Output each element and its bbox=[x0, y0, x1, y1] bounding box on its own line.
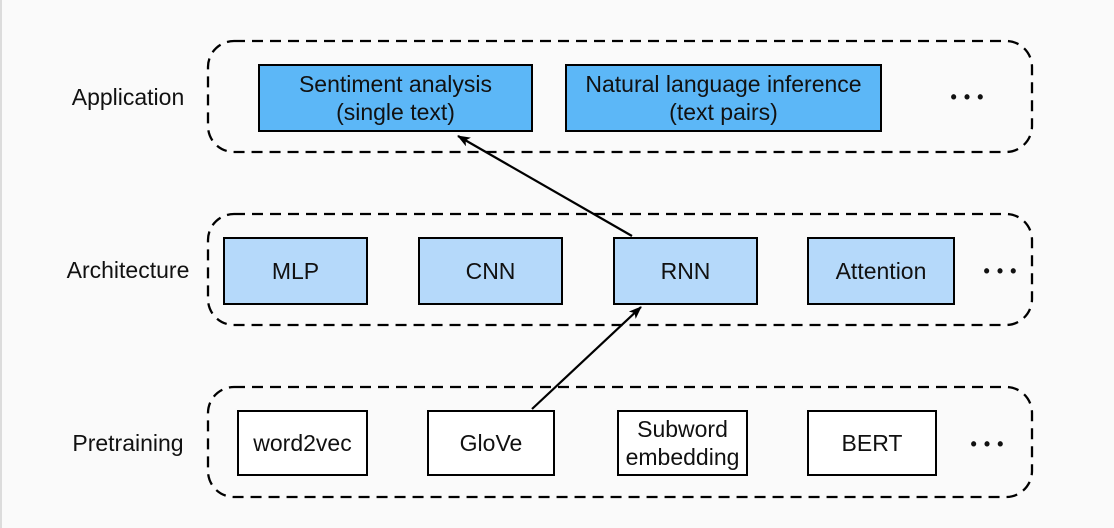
node-rnn-label: RNN bbox=[660, 258, 711, 284]
node-natural-language-inference: Natural language inference (text pairs) bbox=[565, 64, 882, 132]
node-mlp-label: MLP bbox=[271, 258, 320, 284]
node-word2vec-label: word2vec bbox=[253, 430, 352, 456]
node-glove-label: GloVe bbox=[459, 430, 523, 456]
ellipsis-architecture-row: ••• bbox=[983, 260, 1024, 281]
node-sentiment-analysis-line1: Sentiment analysis bbox=[298, 71, 493, 97]
node-attention-label: Attention bbox=[835, 258, 927, 284]
row-label-architecture: Architecture bbox=[66, 256, 190, 283]
pretraining-group-outline bbox=[206, 385, 1034, 499]
ellipsis-pretraining-row: ••• bbox=[970, 433, 1011, 454]
node-cnn: CNN bbox=[418, 237, 563, 305]
architecture-group-outline bbox=[206, 212, 1034, 327]
row-label-pretraining: Pretraining bbox=[72, 429, 184, 456]
node-attention: Attention bbox=[807, 237, 955, 305]
node-natural-language-inference-line1: Natural language inference bbox=[585, 71, 862, 97]
arrow-glove-to-rnn bbox=[531, 306, 642, 410]
row-label-application: Application bbox=[71, 83, 185, 110]
node-mlp: MLP bbox=[223, 237, 368, 305]
node-word2vec: word2vec bbox=[237, 410, 368, 476]
node-bert: BERT bbox=[807, 410, 937, 476]
node-subword-embedding: Subword embedding bbox=[617, 410, 748, 476]
window-left-edge bbox=[0, 0, 2, 528]
node-bert-label: BERT bbox=[841, 430, 903, 456]
node-rnn: RNN bbox=[613, 237, 758, 305]
node-glove: GloVe bbox=[427, 410, 555, 476]
node-natural-language-inference-line2: (text pairs) bbox=[669, 99, 778, 125]
node-sentiment-analysis-line2: (single text) bbox=[336, 99, 455, 125]
node-subword-embedding-line2: embedding bbox=[625, 444, 740, 470]
ellipsis-application-row: ••• bbox=[950, 86, 991, 107]
arrow-rnn-to-sentiment-analysis bbox=[457, 135, 633, 237]
node-cnn-label: CNN bbox=[465, 258, 516, 284]
node-subword-embedding-line1: Subword bbox=[637, 416, 728, 442]
node-sentiment-analysis: Sentiment analysis (single text) bbox=[258, 64, 533, 132]
application-group-outline bbox=[206, 39, 1034, 154]
